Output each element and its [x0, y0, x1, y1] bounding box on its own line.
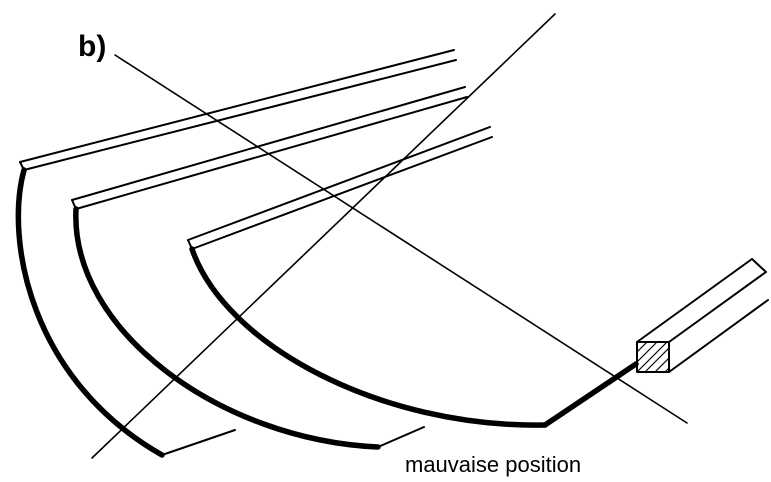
wooden-batten	[636, 258, 769, 373]
curved-board-outer	[15, 49, 457, 458]
panel-label: b)	[78, 30, 106, 63]
curved-board-middle	[71, 86, 468, 450]
diagonal-line-ascending	[91, 13, 556, 459]
diagonal-line-descending	[114, 54, 688, 424]
curved-board-inner	[187, 126, 639, 428]
caption: mauvaise position	[405, 452, 581, 477]
